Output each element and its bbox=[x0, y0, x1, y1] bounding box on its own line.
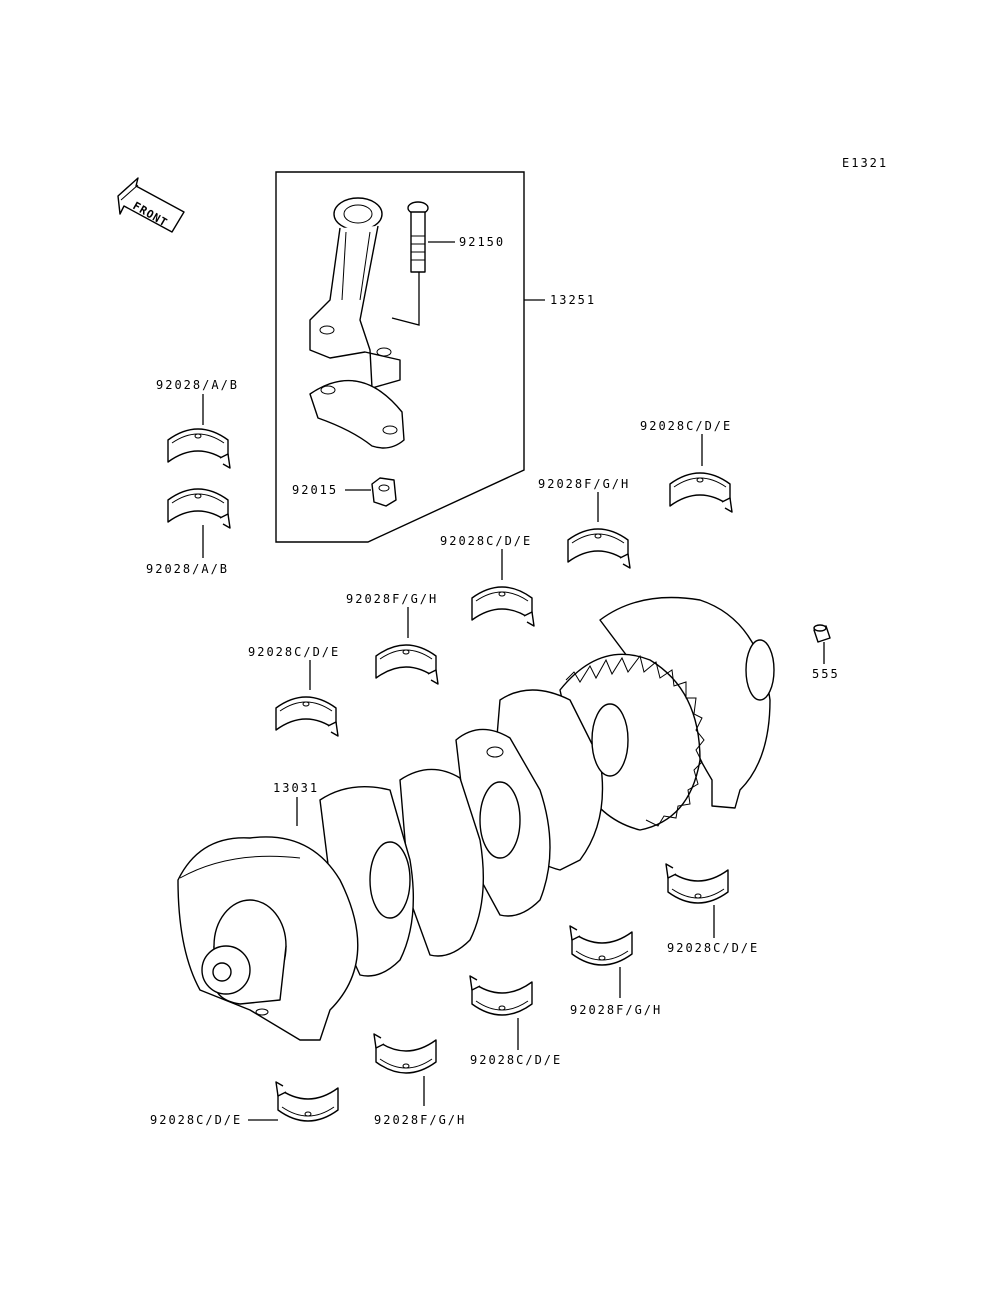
label-crankshaft: 13031 bbox=[273, 781, 319, 795]
label-main-bearing-3: 92028C/D/E bbox=[440, 534, 532, 548]
main-bearing-3 bbox=[471, 586, 535, 627]
label-main-bearing-2: 92028F/G/H bbox=[346, 592, 438, 606]
diagram-code: E1321 bbox=[842, 156, 888, 170]
lower-bearing-4 bbox=[569, 925, 633, 966]
rod-bearing-upper bbox=[167, 428, 231, 469]
label-lower-bearing-5: 92028C/D/E bbox=[667, 941, 759, 955]
lower-bearing-5 bbox=[665, 863, 729, 904]
lower-bearing-1 bbox=[275, 1081, 339, 1122]
label-pin: 555 bbox=[812, 667, 840, 681]
rod-bearing-lower bbox=[167, 488, 231, 529]
main-bearing-2 bbox=[375, 644, 439, 685]
rod-bolt bbox=[391, 201, 429, 326]
dowel-pin bbox=[813, 624, 831, 643]
main-bearing-1 bbox=[275, 696, 339, 737]
label-lower-bearing-4: 92028F/G/H bbox=[570, 1003, 662, 1017]
connecting-rod-box bbox=[275, 171, 525, 543]
label-rod-bolt: 92150 bbox=[459, 235, 505, 249]
label-main-bearing-4: 92028F/G/H bbox=[538, 477, 630, 491]
front-arrow-icon: FRONT bbox=[117, 177, 185, 233]
label-connecting-rod: 13251 bbox=[550, 293, 596, 307]
label-rod-nut: 92015 bbox=[292, 483, 338, 497]
rod-nut bbox=[371, 477, 397, 507]
label-lower-bearing-1: 92028C/D/E bbox=[150, 1113, 242, 1127]
label-rod-bearing-lower: 92028/A/B bbox=[146, 562, 229, 576]
label-lower-bearing-3: 92028C/D/E bbox=[470, 1053, 562, 1067]
rod-cap bbox=[309, 379, 405, 449]
connecting-rod bbox=[309, 197, 401, 389]
label-lower-bearing-2: 92028F/G/H bbox=[374, 1113, 466, 1127]
crankshaft bbox=[177, 596, 775, 1041]
main-bearing-5 bbox=[669, 472, 733, 513]
label-main-bearing-1: 92028C/D/E bbox=[248, 645, 340, 659]
label-rod-bearing-upper: 92028/A/B bbox=[156, 378, 239, 392]
main-bearing-4 bbox=[567, 528, 631, 569]
label-main-bearing-5: 92028C/D/E bbox=[640, 419, 732, 433]
lower-bearing-2 bbox=[373, 1033, 437, 1074]
lower-bearing-3 bbox=[469, 975, 533, 1016]
